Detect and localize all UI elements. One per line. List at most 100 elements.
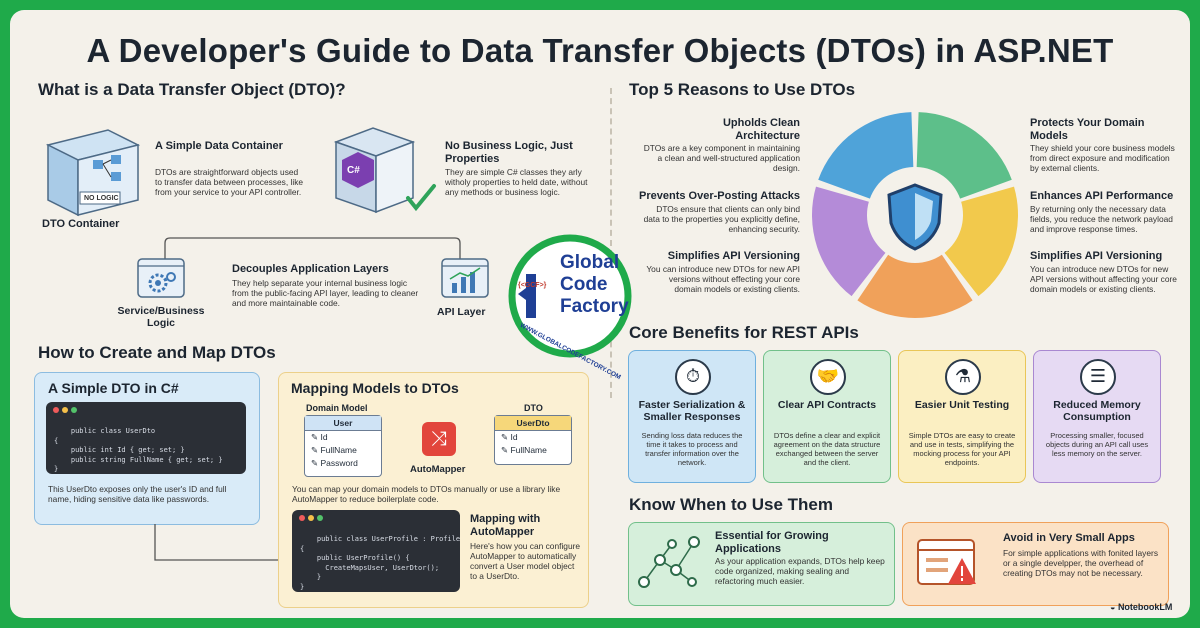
simple-container-text: DTOs are straightforward objects used to… [155,167,304,198]
network-graph-icon [636,530,706,601]
user-field-password-label: Password [320,458,358,468]
reason-left-1-title: Upholds Clean Architecture [722,117,800,142]
benefit-title: Clear API Contracts [777,399,877,411]
watermark-logo: Global {<GCF>} Code Factory WWW.GLOBALCO… [504,234,642,381]
dto-table-header: UserDto [495,416,571,431]
notebook-icon: ◒ [1110,602,1118,612]
user-field-fullname-label: FullName [320,445,357,455]
code-block-userdto: public class UserDto { public int Id { g… [46,402,246,474]
benefits-heading: Core Benefits for REST APIs [629,323,859,342]
no-business-title: No Business Logic, Just Properties [445,140,573,165]
benefit-text: DTOs define a clear and explicit agreeme… [773,431,881,467]
window-dots-2 [299,515,323,521]
wheel-segment-domain [916,112,1012,199]
simple-dto-text: This UserDto exposes only the user's ID … [48,484,227,505]
simple-dto-title: A Simple DTO in C# [48,380,179,396]
wheel-segment-architecture [818,112,914,199]
flow-arrow [154,524,288,564]
watermark-line1: Global [560,252,620,273]
reasons-heading: Top 5 Reasons to Use DTOs [629,80,856,99]
automapper-label: AutoMapper [410,464,466,475]
domain-model-label: Domain Model [306,403,368,413]
essential-card [628,522,895,606]
reasons-wheel [812,112,1018,318]
benefit-text: Processing smaller, focused objects duri… [1045,431,1149,458]
benefit-text: Simple DTOs are easy to create and use i… [908,431,1016,467]
watermark-line2: Code [560,274,608,295]
wheel-segment-versioning [857,254,973,318]
benefit-text: Sending loss data reduces the time it ta… [641,431,743,467]
dto-table: UserDto ✎ Id ✎ FullName [494,415,572,465]
gear-icon [136,257,186,304]
page-title: A Developer's Guide to Data Transfer Obj… [86,32,1114,69]
essential-title: Essential for Growing Applications [715,530,829,555]
api-chart-icon [440,257,490,304]
decouples-title: Decouples Application Layers [232,263,389,275]
dto-field-id: ✎ Id [501,432,518,442]
dto-field-fullname-label: FullName [510,445,547,455]
watermark-tag: {<GCF>} [518,282,547,289]
column-divider [610,88,612,398]
no-business-text: They are simple C# classes they arly wit… [445,167,588,198]
simple-container-title: A Simple Data Container [155,140,283,152]
csharp-cube-illustration [328,120,443,225]
wheel-segment-security [812,186,886,297]
what-is-heading: What is a Data Transfer Object (DTO)? [38,80,346,99]
code2-text: public class UserProfile : Profile { pub… [300,535,461,591]
footer-brand-label: NotebookLM [1117,602,1173,612]
automapper-text: Here's how you can configure AutoMapper … [470,541,581,582]
code-block-profile: public class UserProfile : Profile { pub… [292,510,460,592]
user-field-fullname: ✎ FullName [311,445,357,455]
reason-left-2-title: Prevents Over-Posting Attacks [639,190,800,202]
user-field-password: ✎ Password [311,458,358,468]
code1-text: public class UserDto { public int Id { g… [54,427,223,474]
benefit-title: Easier Unit Testing [914,399,1010,411]
test-tube-icon: ⚗ [945,359,981,395]
server-icon: ☰ [1080,359,1116,395]
avoid-title: Avoid in Very Small Apps [1003,532,1135,544]
infographic: A Developer's Guide to Data Transfer Obj… [10,10,1190,618]
essential-text: As your application expands, DTOs help k… [715,556,885,587]
reason-right-3-text: You can introduce new DTOs for new API v… [1030,264,1177,295]
dto-field-fullname: ✎ FullName [501,445,547,455]
stopwatch-icon: ⏱ [675,359,711,395]
dto-container-label: DTO Container [42,218,120,230]
automapper-title: Mapping with AutoMapper [470,513,541,538]
user-table: User ✎ Id ✎ FullName ✎ Password [304,415,382,477]
no-logic-label: NO LOGIC [84,195,119,202]
csharp-label: C# [347,165,360,176]
reason-right-1-title: Protects Your Domain Models [1030,117,1145,142]
decouples-text: They help separate your internal busines… [232,278,419,309]
benefit-title: Faster Serialization & Smaller Responses [638,399,746,424]
warning-window-icon [916,536,980,595]
layer-connector [164,237,461,260]
reason-right-1-text: They shield your core business models fr… [1030,143,1175,174]
reason-left-3-text: You can introduce new DTOs for new API v… [646,264,800,295]
avoid-text: For simple applications with fonited lay… [1003,548,1159,579]
user-field-id: ✎ Id [311,432,328,442]
wheel-segment-performance [944,186,1018,297]
dto-label: DTO [524,403,543,413]
user-field-id-label: Id [320,432,328,442]
user-table-header: User [305,416,381,431]
reason-left-1-text: DTOs are a key component in maintaining … [643,143,800,174]
dto-container-illustration [38,120,148,225]
window-dots [53,407,77,413]
reason-right-2-text: By returning only the necessary data fie… [1030,204,1173,235]
reason-right-3-title: Simplifies API Versioning [1030,250,1163,262]
api-label: API Layer [437,306,486,318]
handshake-icon: 🤝 [810,359,846,395]
reason-left-2-text: DTOs ensure that clients can only bind d… [643,204,800,235]
benefit-title: Reduced Memory Consumption [1053,399,1141,424]
reason-left-3-title: Simplifies API Versioning [667,250,800,262]
shield-highlight [915,193,933,240]
watermark-line3: Factory [560,296,629,317]
mapping-title: Mapping Models to DTOs [291,380,459,396]
shuffle-icon: ⤨ [422,422,456,456]
reason-right-2-title: Enhances API Performance [1030,190,1174,202]
mapping-text: You can map your domain models to DTOs m… [292,484,561,505]
create-heading: How to Create and Map DTOs [38,343,276,362]
